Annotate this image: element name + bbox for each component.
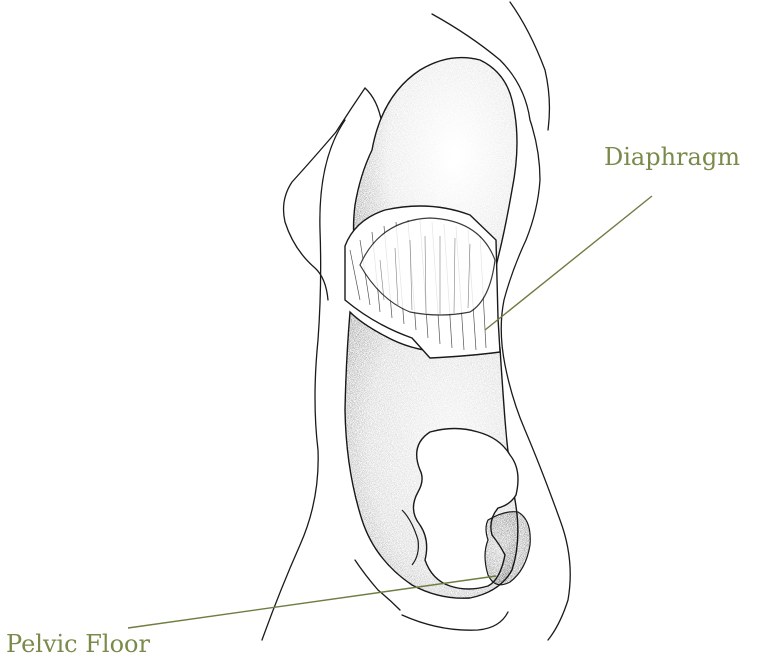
diaphragm-leader-line [485, 196, 652, 330]
pelvic-floor-label: Pelvic Floor [6, 632, 150, 656]
pelvic-floor-leader-line [128, 576, 496, 628]
diaphragm-label: Diaphragm [604, 145, 740, 169]
